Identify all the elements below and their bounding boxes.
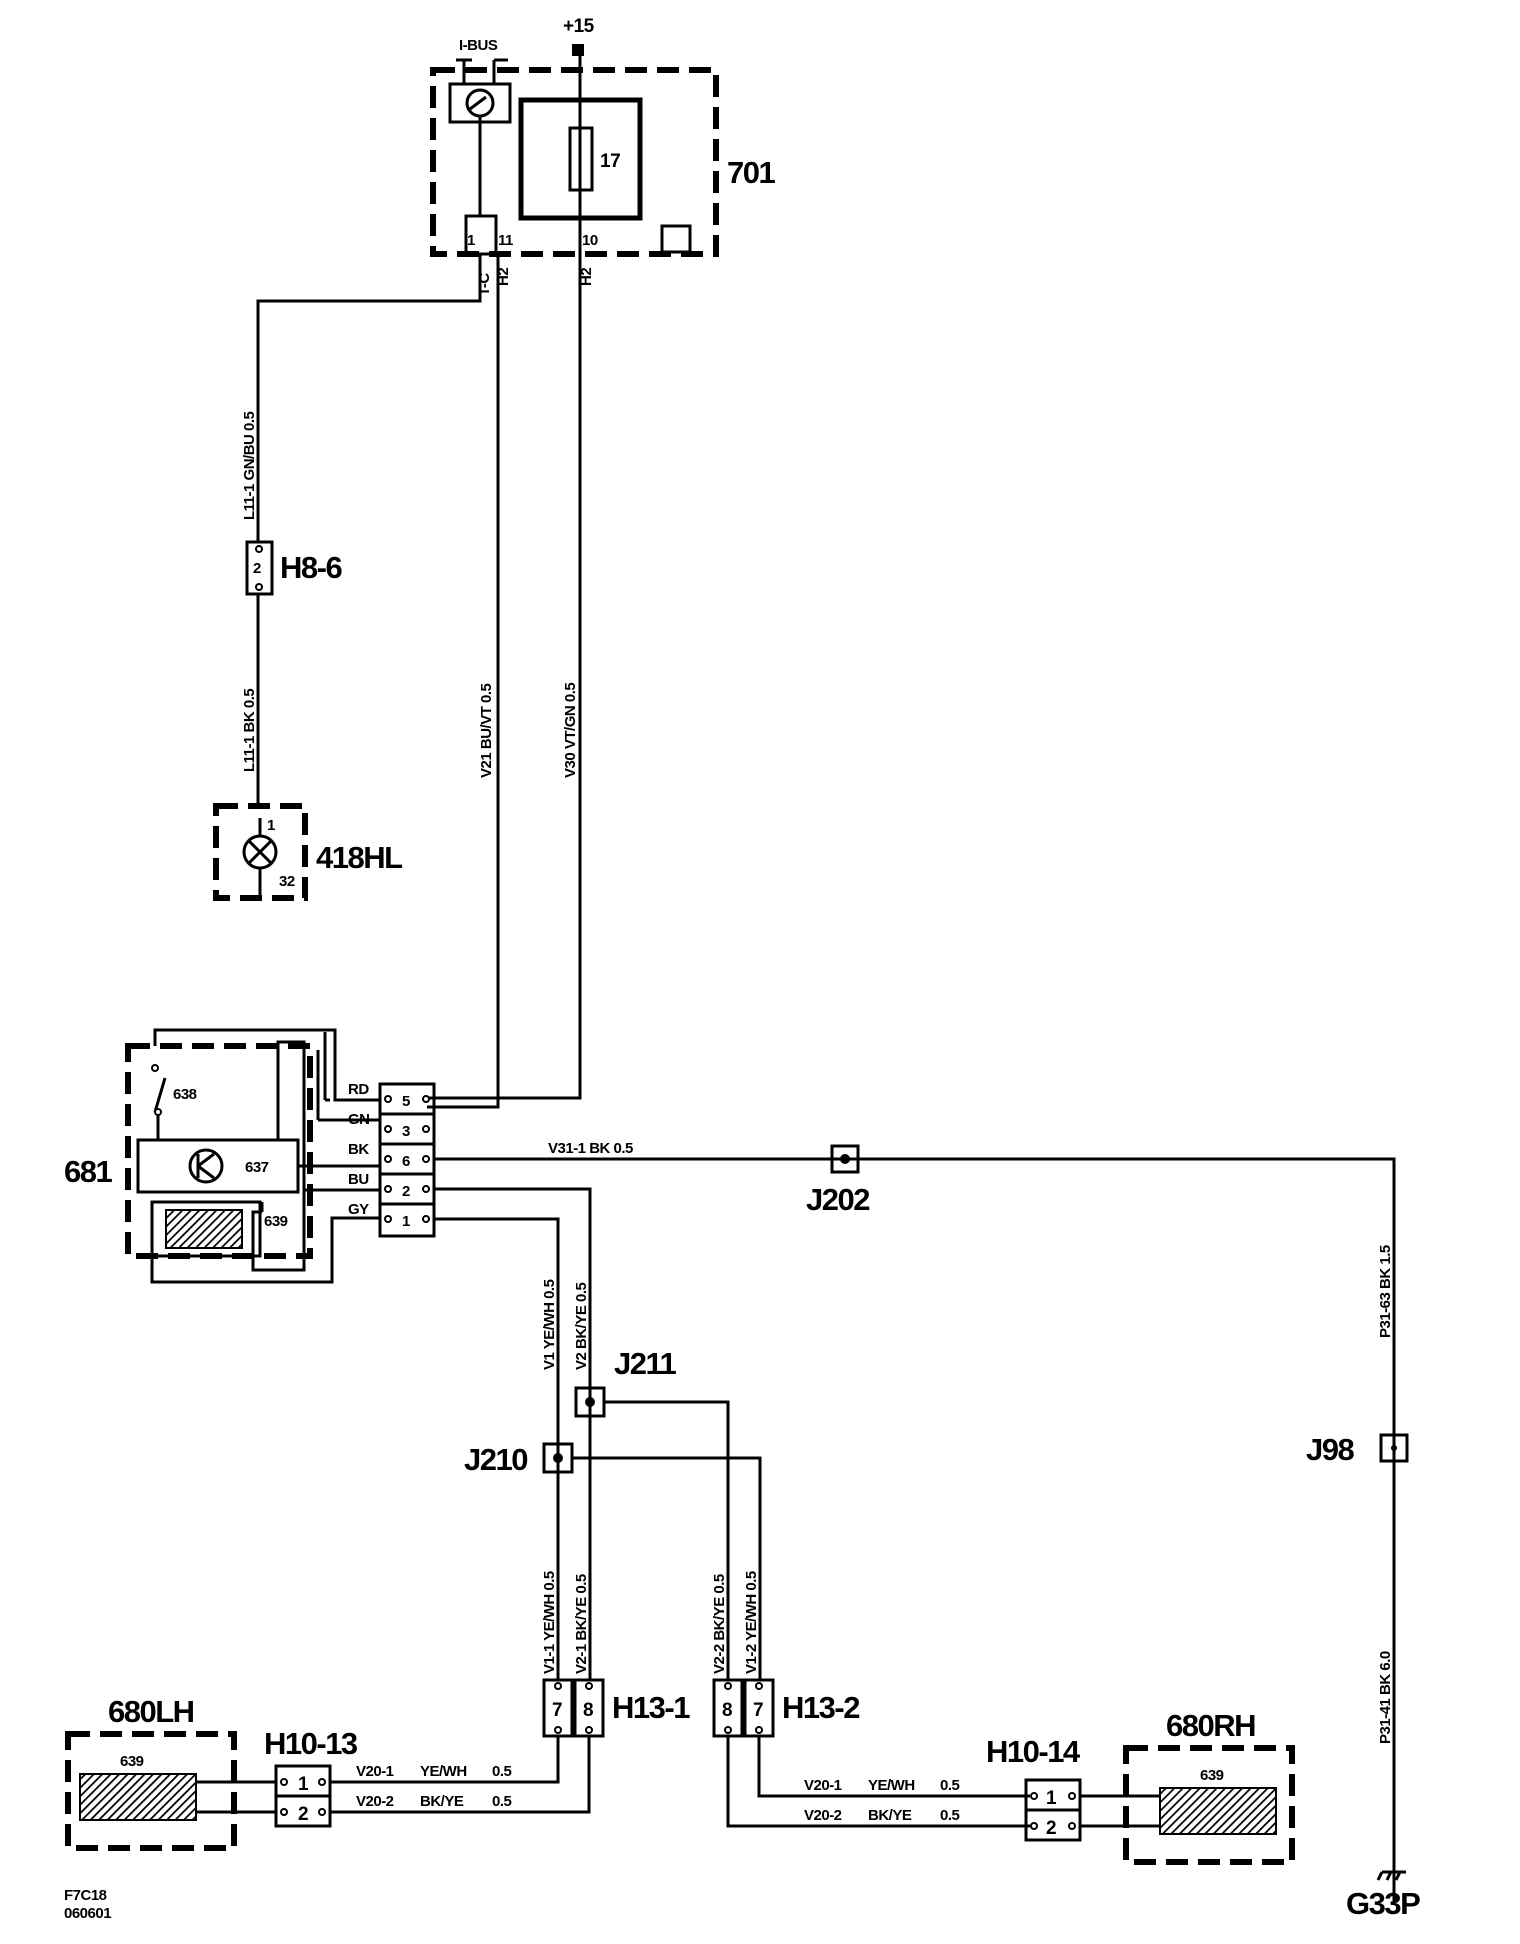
rh-v20-2-size: 0.5 [940, 1807, 960, 1824]
wire-h2a-label: H2 [495, 268, 512, 286]
connector-h13-1: 7 8 H13-1 [542, 1678, 692, 1738]
switch-638-label: 638 [173, 1086, 197, 1103]
wires-top: T-C H2 H2 L11-1 GN/BU 0.5 L11-1 BK 0.5 V… [241, 50, 595, 1109]
wire-p31-63-label: P31-63 BK 1.5 [1377, 1245, 1394, 1338]
fuse-17-label: 17 [600, 151, 620, 172]
lamp-418hl-label: 418HL [316, 840, 402, 875]
module-701-label: 701 [727, 155, 775, 190]
h10-13-label: H10-13 [264, 1726, 358, 1761]
heater-639-681-label: 639 [264, 1213, 288, 1230]
junction-j98-label: J98 [1306, 1432, 1354, 1467]
pin-701-11: 11 [498, 232, 513, 249]
c681-pin-5: 5 [402, 1093, 410, 1110]
heater-680lh-label: 680LH [108, 1694, 194, 1729]
c681-color-gn: GN [348, 1111, 370, 1128]
pin-701-1: 1 [467, 232, 475, 249]
rh-v20-1-size: 0.5 [940, 1777, 960, 1794]
lamp-pin-32: 32 [279, 873, 295, 890]
wire-v1-2-label: V1-2 YE/WH 0.5 [743, 1571, 760, 1674]
mid-wires: V1 YE/WH 0.5 V2 BK/YE 0.5 J211 J210 V1-1… [434, 1187, 762, 1680]
footer-code: F7C18 [64, 1887, 107, 1904]
wire-v1-label: V1 YE/WH 0.5 [541, 1279, 558, 1370]
rh-v20-2-code: V20-2 [804, 1807, 842, 1824]
h10-14-label: H10-14 [986, 1734, 1081, 1769]
supply-label: +15 [563, 16, 595, 37]
ground-g33p-label: G33P [1346, 1886, 1420, 1921]
wire-v30-label: V30 VT/GN 0.5 [562, 683, 579, 778]
wire-v31-label: V31-1 BK 0.5 [548, 1140, 633, 1157]
lh-v20-2-size: 0.5 [492, 1793, 512, 1810]
h13-2-pin-7: 7 [753, 1700, 763, 1721]
lh-v20-1-code: V20-1 [356, 1763, 394, 1780]
heater-680rh-label: 680RH [1166, 1708, 1255, 1743]
wire-v2-1-label: V2-1 BK/YE 0.5 [573, 1574, 590, 1674]
h10-14-pin-2: 2 [1046, 1818, 1056, 1839]
module-681: 681 638 637 639 [64, 1028, 380, 1284]
footer-date: 060601 [64, 1905, 111, 1922]
c681-color-rd: RD [348, 1081, 369, 1098]
wire-h2b-label: H2 [578, 268, 595, 286]
h13-1-pin-8: 8 [583, 1700, 593, 1721]
transistor-637-label: 637 [245, 1159, 269, 1176]
wire-l11-bot-label: L11-1 BK 0.5 [241, 689, 258, 772]
connector-h10-13: 1 2 H10-13 [196, 1726, 359, 1828]
h13-2-pin-8: 8 [722, 1700, 732, 1721]
lh-v20-2-color: BK/YE [420, 1793, 464, 1810]
connector-h10-14: 1 2 H10-14 [986, 1734, 1160, 1842]
wire-v2-2-label: V2-2 BK/YE 0.5 [711, 1574, 728, 1674]
rh-wires: V20-1 YE/WH 0.5 V20-2 BK/YE 0.5 [726, 1736, 1030, 1828]
lh-v20-2-code: V20-2 [356, 1793, 394, 1810]
pin-701-10: 10 [582, 232, 598, 249]
h10-13-pin-1: 1 [298, 1774, 309, 1795]
module-681-label: 681 [64, 1154, 112, 1189]
c681-pin-1: 1 [402, 1213, 410, 1230]
heater-680lh: 680LH 639 [65, 1694, 237, 1851]
wire-v21-label: V21 BU/VT 0.5 [478, 683, 495, 778]
footer: F7C18 060601 [64, 1887, 112, 1922]
ibus-connector: I-BUS [448, 37, 512, 216]
h8-6-pin: 2 [253, 560, 261, 577]
lh-v20-1-color: YE/WH [420, 1763, 467, 1780]
wire-l11-top-label: L11-1 GN/BU 0.5 [241, 411, 258, 520]
h13-2-label: H13-2 [782, 1690, 859, 1725]
ground-path: V31-1 BK 0.5 J202 P31-63 BK 1.5 J98 P31-… [434, 1140, 1422, 1921]
lh-v20-1-size: 0.5 [492, 1763, 512, 1780]
rh-v20-2-color: BK/YE [868, 1807, 912, 1824]
c681-color-bu: BU [348, 1171, 369, 1188]
wire-p31-41-label: P31-41 BK 6.0 [1377, 1651, 1394, 1744]
h8-6-label: H8-6 [280, 550, 342, 585]
c681-pin-rows [384, 1095, 430, 1223]
c681-color-gy: GY [348, 1201, 369, 1218]
junction-j210-label: J210 [464, 1442, 527, 1477]
junction-j202-label: J202 [806, 1182, 869, 1217]
rh-v20-1-code: V20-1 [804, 1777, 842, 1794]
c681-pin-2: 2 [402, 1183, 410, 1200]
connector-h13-2: 8 7 H13-2 [712, 1678, 861, 1738]
h10-14-pin-1: 1 [1046, 1788, 1057, 1809]
junction-j211-label: J211 [614, 1346, 677, 1381]
wire-tc-label: T-C [476, 273, 493, 296]
connector-h8-6: 2 H8-6 [245, 540, 344, 806]
connector-681: 5 3 6 2 1 RD GN BK BU GY [348, 1081, 436, 1238]
c681-color-bk: BK [348, 1141, 369, 1158]
module-701: 701 I-BUS 17 1 11 10 [430, 37, 777, 257]
lamp-pin-1: 1 [267, 817, 275, 834]
wire-v2-label: V2 BK/YE 0.5 [573, 1282, 590, 1370]
h13-1-pin-7: 7 [552, 1700, 562, 1721]
h13-1-label: H13-1 [612, 1690, 690, 1725]
c681-pin-6: 6 [402, 1153, 410, 1170]
lh-wires: V20-1 YE/WH 0.5 V20-2 BK/YE 0.5 [330, 1736, 591, 1814]
ibus-label: I-BUS [459, 37, 498, 54]
h10-13-pin-2: 2 [298, 1804, 308, 1825]
rh-v20-1-color: YE/WH [868, 1777, 915, 1794]
lamp-418hl: 1 32 418HL [213, 803, 404, 901]
wire-v1-1-label: V1-1 YE/WH 0.5 [541, 1571, 558, 1674]
heater-680lh-639-label: 639 [120, 1753, 144, 1770]
heater-680rh-639-label: 639 [1200, 1767, 1224, 1784]
heater-680rh: 680RH 639 [1123, 1708, 1295, 1865]
c681-pin-3: 3 [402, 1123, 410, 1140]
